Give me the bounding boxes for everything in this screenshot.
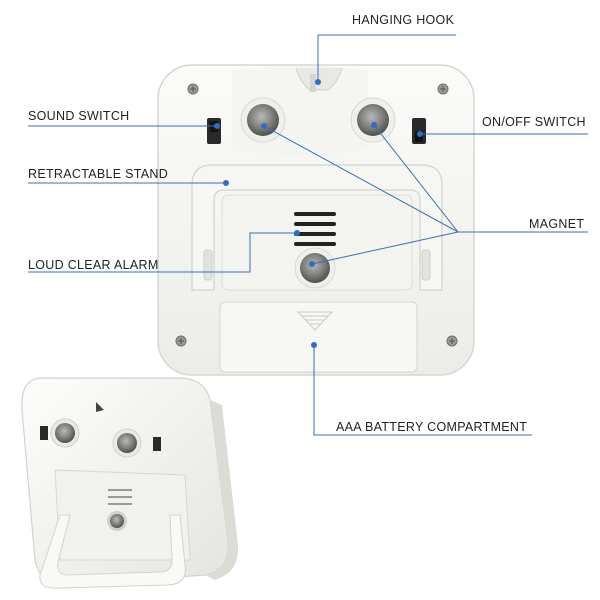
hanging-hook bbox=[295, 67, 343, 92]
label-magnet: MAGNET bbox=[529, 217, 585, 231]
device-angled-view bbox=[21, 377, 239, 589]
screw bbox=[437, 83, 449, 95]
device-back-view bbox=[157, 64, 475, 376]
label-on-off-switch: ON/OFF SWITCH bbox=[482, 115, 586, 129]
on-off-switch bbox=[412, 118, 426, 144]
battery-compartment bbox=[219, 301, 418, 373]
retractable-stand bbox=[191, 164, 443, 291]
magnet-bottom bbox=[294, 247, 336, 289]
label-battery-compartment: AAA BATTERY COMPARTMENT bbox=[336, 420, 528, 434]
label-hanging-hook: HANGING HOOK bbox=[352, 13, 455, 27]
leader-dots bbox=[214, 79, 423, 348]
screw bbox=[446, 335, 458, 347]
sound-switch bbox=[207, 118, 221, 144]
magnet-top-right bbox=[350, 97, 396, 143]
magnet-top-left bbox=[240, 97, 286, 143]
label-sound-switch: SOUND SWITCH bbox=[28, 109, 130, 123]
label-retractable-stand: RETRACTABLE STAND bbox=[28, 167, 169, 181]
screw bbox=[187, 83, 199, 95]
leader-lines bbox=[28, 35, 588, 436]
screw bbox=[175, 335, 187, 347]
speaker-grille bbox=[294, 212, 336, 246]
label-loud-clear-alarm: LOUD CLEAR ALARM bbox=[28, 258, 159, 272]
